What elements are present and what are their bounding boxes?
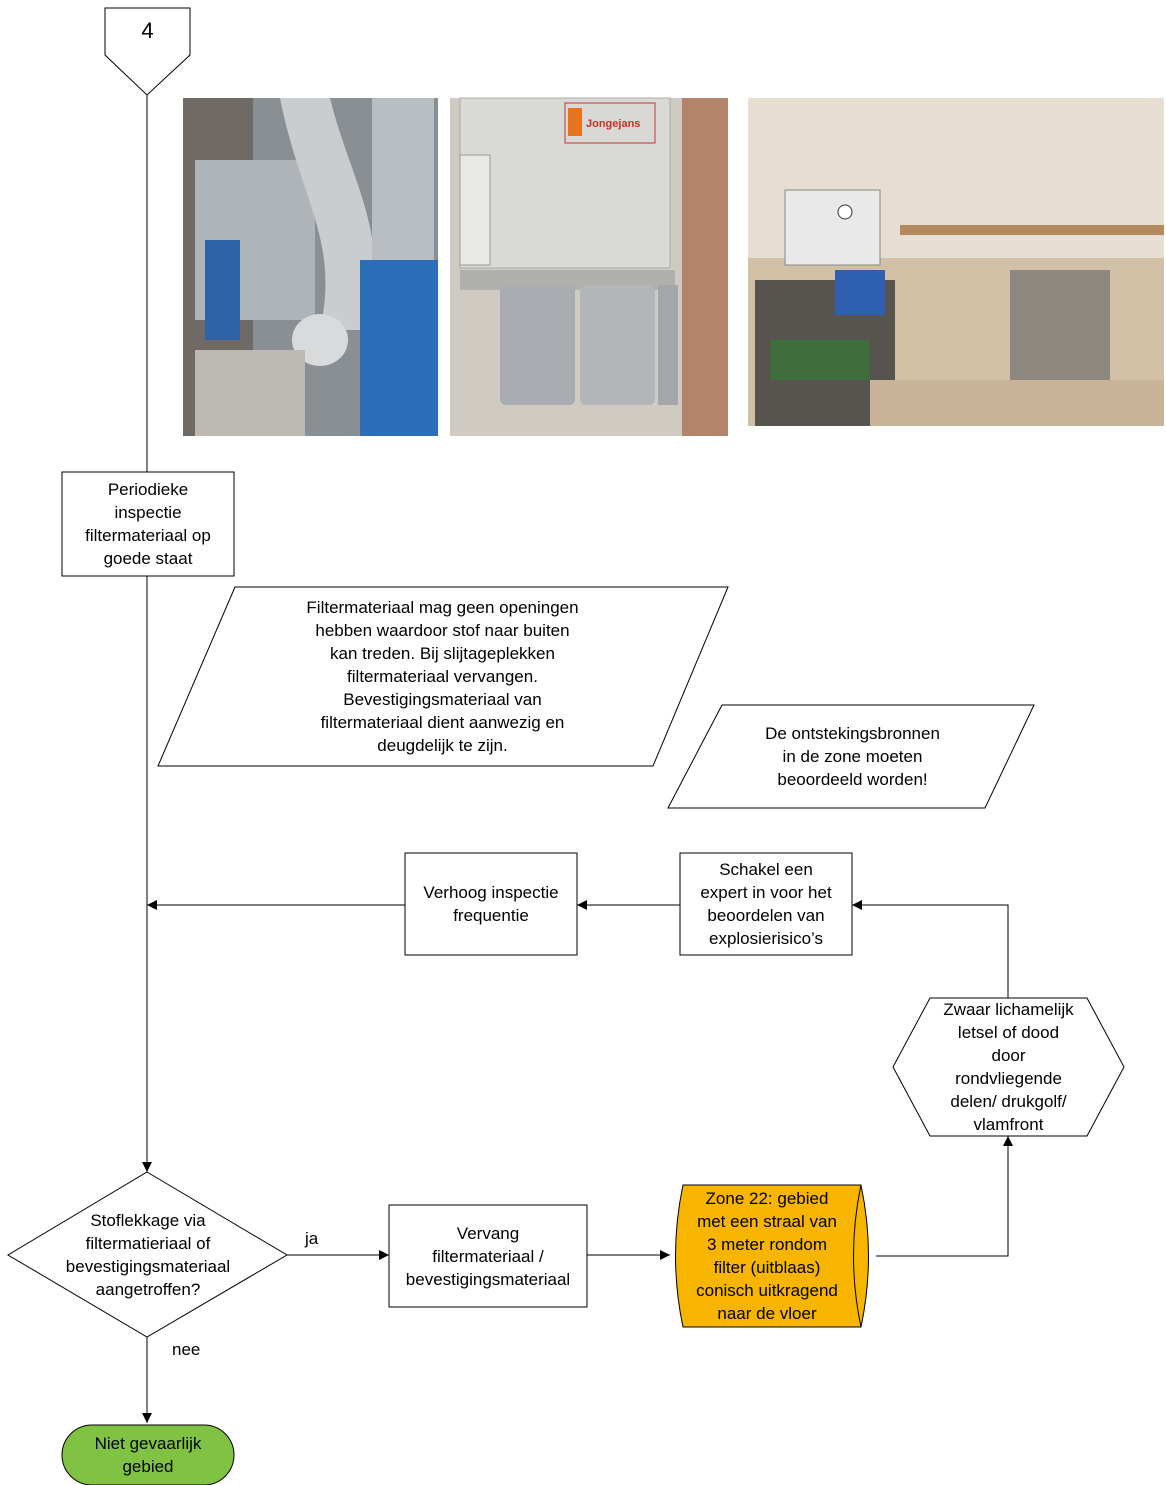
hexagon-letsel xyxy=(892,997,1125,1137)
label-vervang: Vervang filtermateriaal / bevestigingsma… xyxy=(405,1223,571,1289)
label-filter-note: Filtermateriaal mag geen openingen hebbe… xyxy=(306,598,579,755)
parallelogram-filter-note xyxy=(157,586,729,767)
label-zone: Zone 22: gebied met een straal van 3 met… xyxy=(696,1189,838,1323)
photo-workshop-wall xyxy=(748,98,1164,426)
edge-letsel-expert xyxy=(852,900,1009,998)
diamond-vraag xyxy=(7,1171,288,1338)
photo-dust-extractor-duct xyxy=(183,98,438,436)
edge-label-ja: ja xyxy=(305,1229,319,1248)
parallelogram-bronnen-note xyxy=(667,704,1035,809)
label-expert: Schakel een expert in voor het beoordele… xyxy=(700,860,832,948)
brand-label: Jongejans xyxy=(586,118,640,130)
label-inspectie: Periodieke inspectie filtermateriaal op … xyxy=(85,480,211,568)
label-letsel: Zwaar lichamelijk letsel of dood door ro… xyxy=(943,1000,1074,1134)
box-expert xyxy=(679,852,853,956)
terminator-einde xyxy=(61,1424,235,1485)
label-bronnen-note: De ontstekingsbronnen in de zone moeten … xyxy=(765,724,940,789)
edge-label-nee: nee xyxy=(172,1340,201,1359)
storage-shape-zone-curve xyxy=(853,1184,862,1328)
label-vraag: Stoflekkage via filtermatieriaal of beve… xyxy=(65,1210,231,1299)
label-verhoog: Verhoog inspectie frequentie xyxy=(423,883,559,925)
photo-jongejans-filter-unit: Jongejans xyxy=(450,97,728,436)
box-vervang xyxy=(388,1204,588,1308)
label-einde: Niet gevaarlijk gebied xyxy=(94,1434,202,1476)
box-verhoog xyxy=(404,852,578,956)
edge-zone-letsel xyxy=(876,1136,1013,1257)
connector-label: 4 xyxy=(141,18,154,43)
offpage-connector-shape xyxy=(104,7,191,96)
box-inspectie xyxy=(61,471,235,577)
